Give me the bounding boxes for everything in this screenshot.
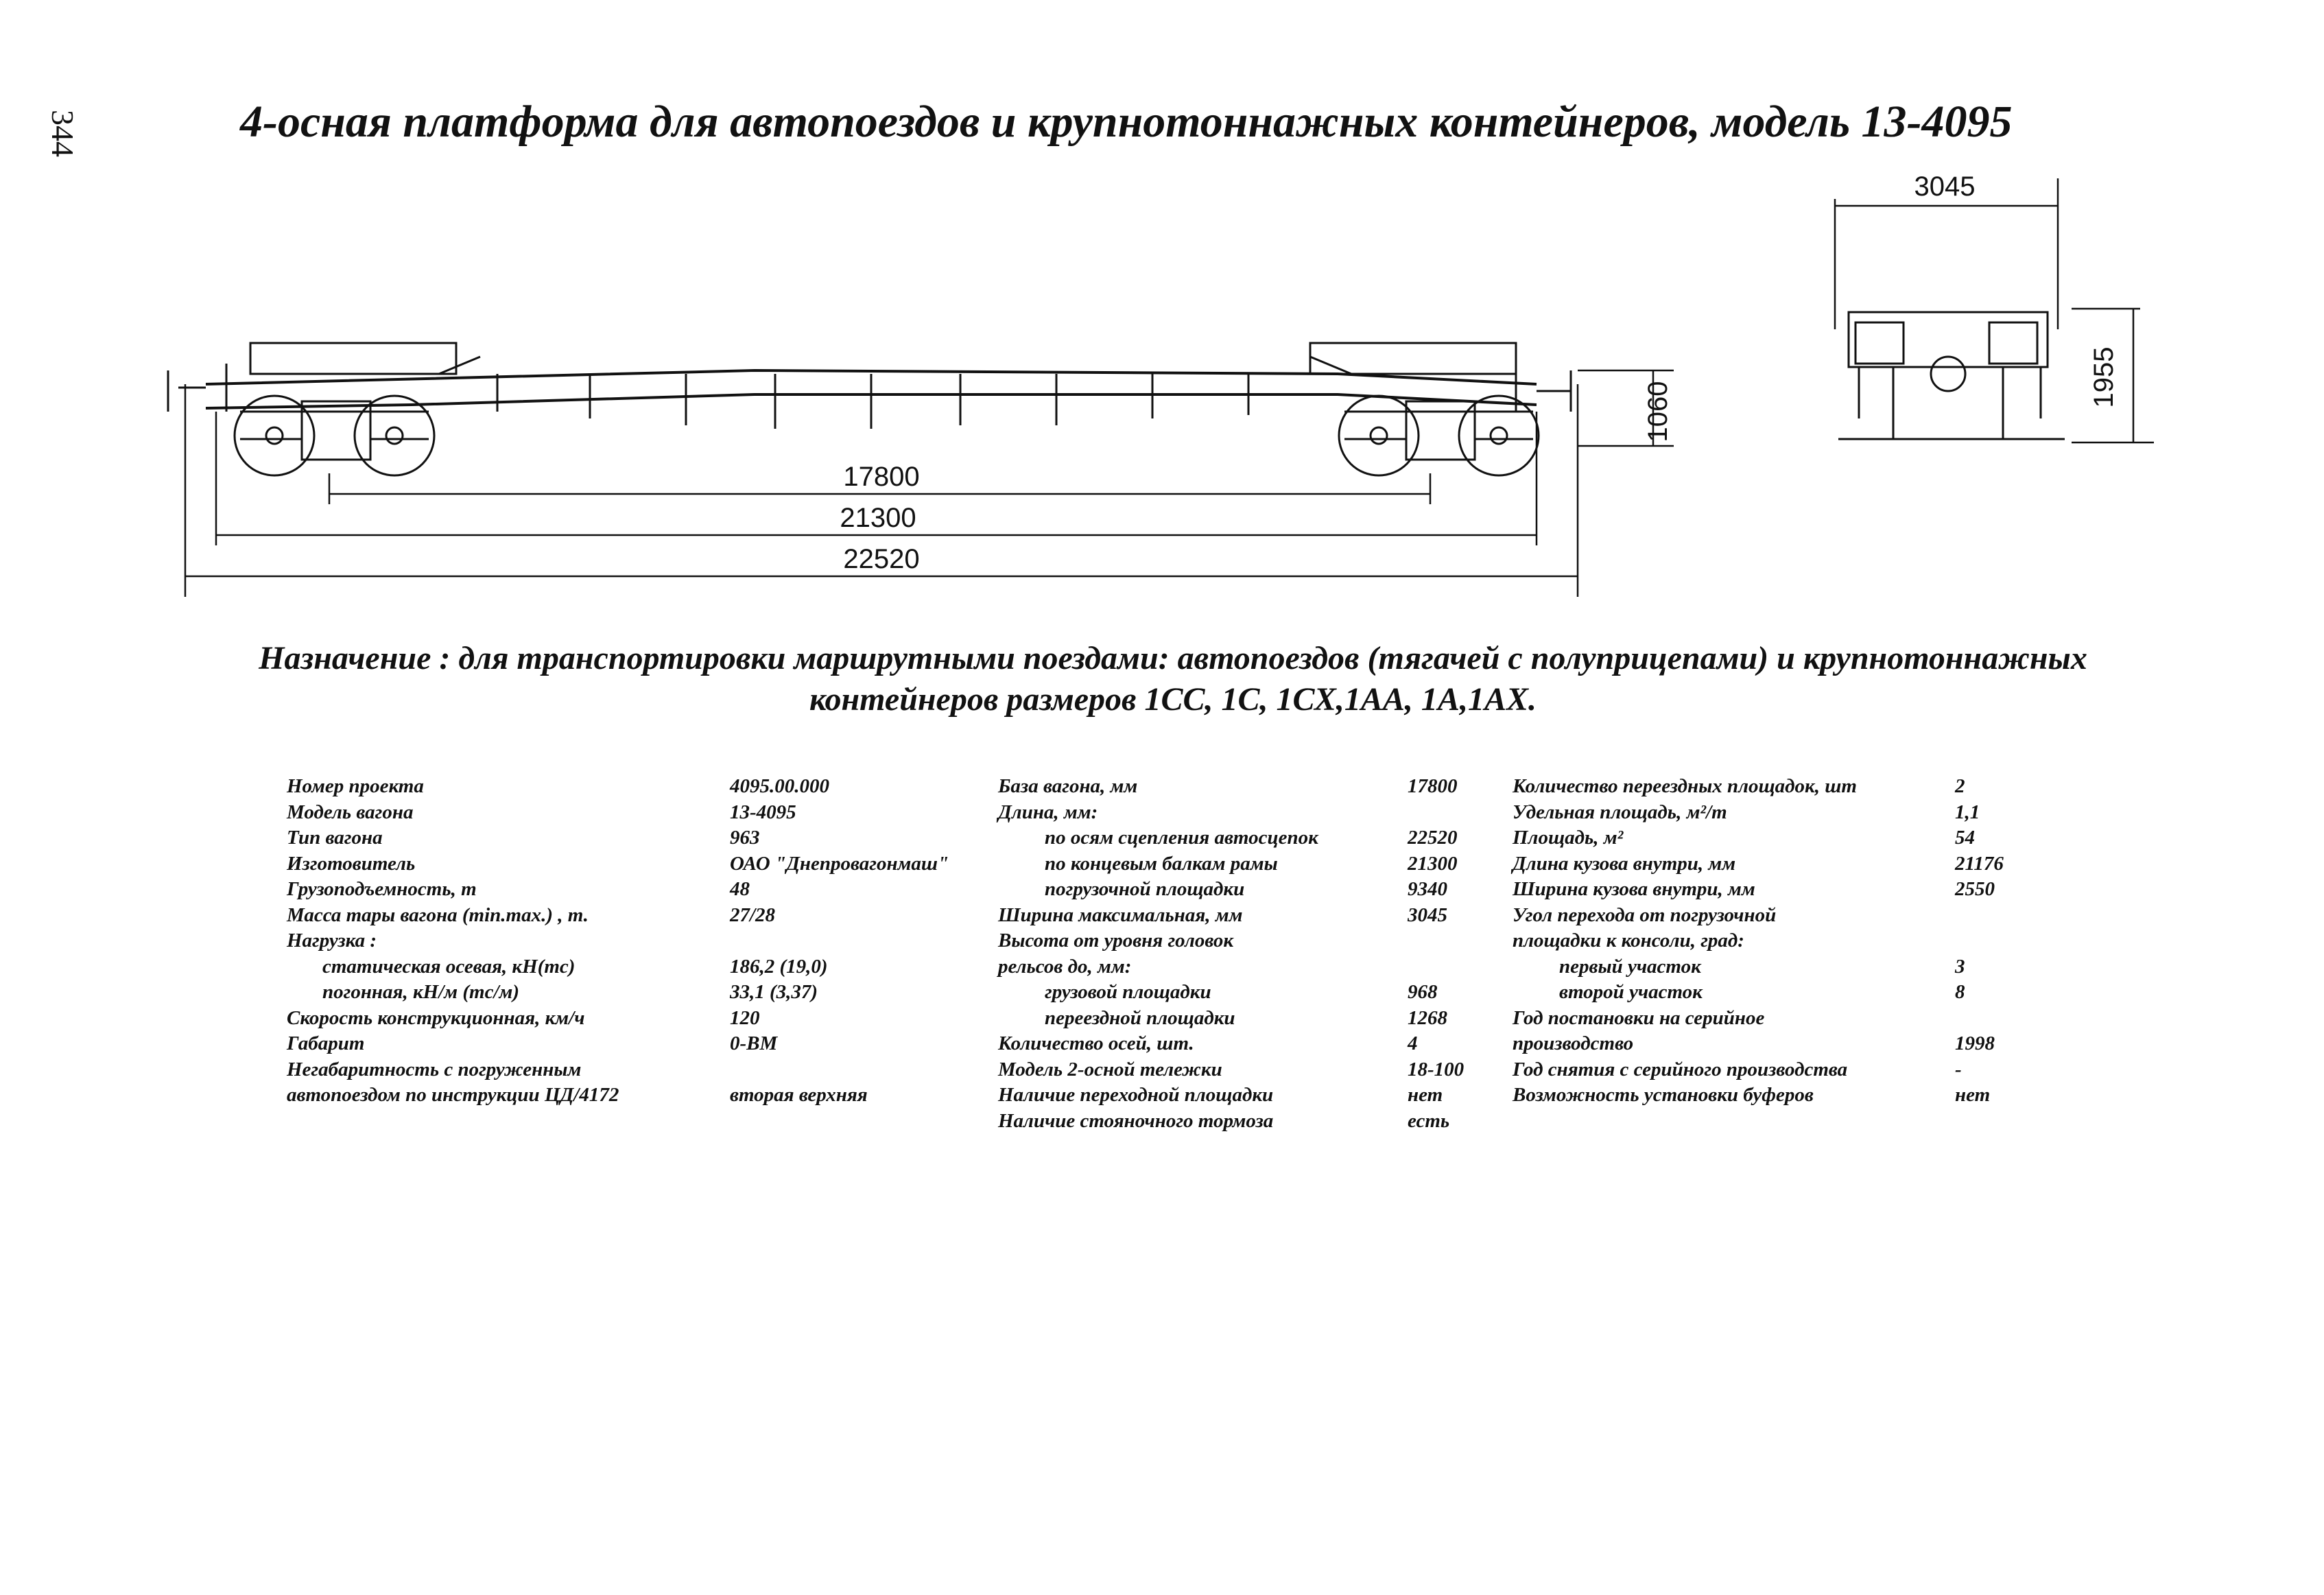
spec-value: 1268 <box>1408 1006 1447 1029</box>
spec-label: Скорость конструкционная, км/ч <box>287 1006 585 1029</box>
spec-label: Грузоподъемность, т <box>287 878 477 900</box>
spec-label: Ширина максимальная, мм <box>998 903 1243 926</box>
spec-value: 48 <box>730 878 750 900</box>
spec-value: 17800 <box>1408 775 1458 797</box>
spec-value: 2 <box>1955 775 1965 797</box>
purpose-line-2: контейнеров размеров 1СС, 1С, 1СХ,1АА, 1… <box>809 681 1537 718</box>
spec-value: 21300 <box>1408 852 1458 875</box>
page-title: 4-осная платформа для автопоездов и круп… <box>240 97 2013 147</box>
spec-value: 0-ВМ <box>730 1032 778 1054</box>
dim-base: 17800 <box>843 462 919 492</box>
end-view <box>1834 178 2154 444</box>
side-dimensions <box>184 369 1674 597</box>
spec-label: Угол перехода от погрузочной <box>1513 903 1777 926</box>
spec-value: 54 <box>1955 827 1975 849</box>
purpose-line-1: Назначение : для транспортировки маршрут… <box>259 640 2087 676</box>
spec-label: Год снятия с серийного производства <box>1513 1058 1848 1080</box>
wagon-drawing: 17800 21300 22520 1060 3045 1955 <box>167 172 2154 597</box>
spec-value: 4 <box>1408 1032 1418 1054</box>
spec-label: погрузочной площадки <box>1045 878 1245 900</box>
spec-label: Удельная площадь, м²/т <box>1513 801 1727 823</box>
spec-value: 21176 <box>1955 852 2004 875</box>
spec-value: 4095.00.000 <box>730 775 829 797</box>
spec-label: Высота от уровня головок <box>998 930 1234 952</box>
spec-label: рельсов до, мм: <box>998 955 1132 978</box>
spec-label: Изготовитель <box>287 852 416 875</box>
spec-label: второй участок <box>1559 981 1703 1003</box>
spec-label: Нагрузка : <box>287 930 377 952</box>
spec-label: грузовой площадки <box>1045 981 1211 1003</box>
spec-label: Номер проекта <box>287 775 424 797</box>
spec-value: 2550 <box>1955 878 1995 900</box>
purpose-text: Назначение : для транспортировки маршрут… <box>185 638 2161 720</box>
spec-value: 3 <box>1955 955 1965 978</box>
spec-value: 33,1 (3,37) <box>730 981 818 1003</box>
dim-coupler-length: 22520 <box>843 544 919 574</box>
spec-label: Год постановки на серийное <box>1513 1006 1765 1029</box>
spec-value: 968 <box>1408 981 1438 1003</box>
spec-label: Ширина кузова внутри, мм <box>1513 878 1755 900</box>
spec-value: ОАО "Днепровагонмаш" <box>730 852 949 875</box>
spec-value: нет <box>1408 1084 1443 1106</box>
spec-label: автопоездом по инструкции ЦД/4172 <box>287 1084 619 1106</box>
spec-label: Количество осей, шт. <box>998 1032 1194 1054</box>
dim-width: 3045 <box>1914 172 1976 202</box>
spec-label: по осям сцепления автосцепок <box>1045 827 1318 849</box>
spec-label: Возможность установки буферов <box>1513 1084 1814 1106</box>
dim-frame-length: 21300 <box>840 503 916 533</box>
spec-label: переездной площадки <box>1045 1006 1235 1029</box>
spec-label: Количество переездных площадок, шт <box>1513 775 1857 797</box>
spec-label: Площадь, м² <box>1513 827 1624 849</box>
spec-label: первый участок <box>1559 955 1701 978</box>
spec-value: вторая верхняя <box>730 1084 868 1106</box>
spec-value: нет <box>1955 1084 1991 1106</box>
spec-value: 9340 <box>1408 878 1447 900</box>
dim-end-height: 1955 <box>2089 347 2119 408</box>
spec-label: Длина кузова внутри, мм <box>1513 852 1736 875</box>
dim-height: 1060 <box>1643 381 1673 442</box>
spec-label: производство <box>1513 1032 1634 1054</box>
spec-value: - <box>1955 1058 1962 1080</box>
spec-label: Габарит <box>287 1032 365 1054</box>
spec-value: 963 <box>730 827 760 849</box>
spec-label: Модель вагона <box>287 801 414 823</box>
spec-value: 1998 <box>1955 1032 1995 1054</box>
spec-value: 120 <box>730 1006 760 1029</box>
spec-label: Негабаритность с погруженным <box>287 1058 582 1080</box>
spec-label: Масса тары вагона (min.max.) , т. <box>287 903 589 926</box>
spec-label: Модель 2-осной тележки <box>998 1058 1222 1080</box>
spec-label: по концевым балкам рамы <box>1045 852 1278 875</box>
spec-value: 3045 <box>1408 903 1447 926</box>
spec-label: статическая осевая, кН(тс) <box>322 955 576 978</box>
spec-label: Длина, мм: <box>998 801 1098 823</box>
spec-label: Наличие переходной площадки <box>998 1084 1274 1106</box>
spec-value: 186,2 (19,0) <box>730 955 828 978</box>
spec-label: Наличие стояночного тормоза <box>998 1109 1274 1132</box>
spec-label: погонная, кН/м (тс/м) <box>322 981 520 1003</box>
spec-value: 27/28 <box>730 903 776 926</box>
side-view <box>167 342 1572 477</box>
spec-value: 13-4095 <box>730 801 796 823</box>
spec-label: Тип вагона <box>287 827 383 849</box>
spec-value: 8 <box>1955 981 1965 1003</box>
spec-label: площадки к консоли, град: <box>1513 930 1744 952</box>
spec-value: 22520 <box>1408 827 1458 849</box>
spec-label: База вагона, мм <box>998 775 1138 797</box>
spec-value: 1,1 <box>1955 801 1980 823</box>
spec-value: 18-100 <box>1408 1058 1465 1080</box>
spec-value: есть <box>1408 1109 1450 1132</box>
